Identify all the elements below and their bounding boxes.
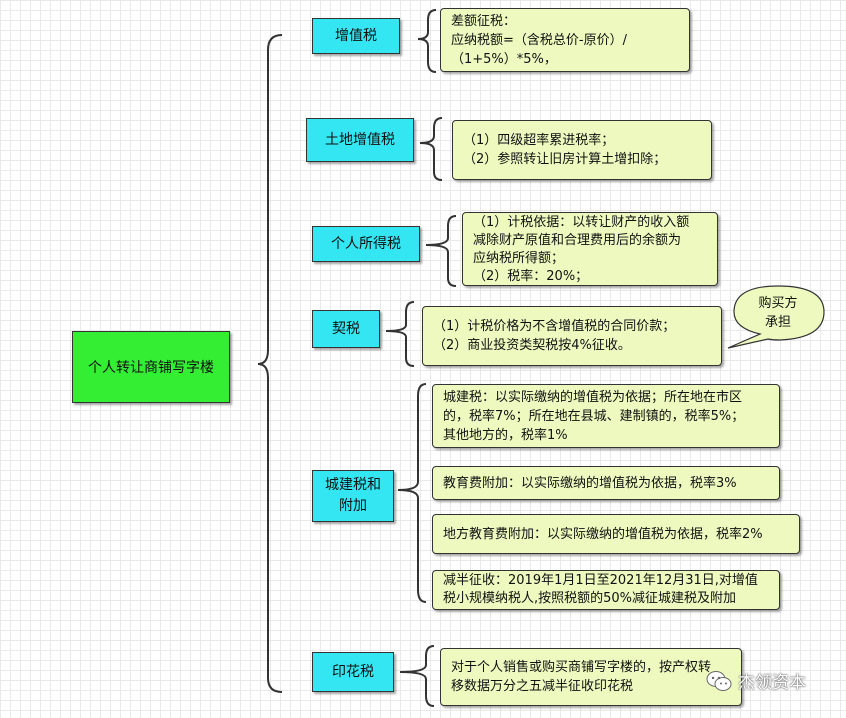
bracket-3 — [425, 215, 457, 287]
watermark-text: 杰领资本 — [738, 673, 806, 693]
note-line: 减除财产原值和合理费用后的余额为 — [473, 233, 682, 248]
note-education-surcharge[interactable]: 教育费附加：以实际缴纳的增值税为依据，税率3% — [432, 466, 780, 500]
callout-text: 购买方 承担 — [744, 294, 812, 332]
note-local-education-surcharge[interactable]: 地方教育费附加：以实际缴纳的增值税为依据，税率2% — [432, 514, 800, 554]
note-line: 应纳税所得额； — [473, 251, 565, 266]
bubble-shape — [727, 285, 825, 349]
bracket-5 — [397, 383, 427, 603]
branch-label: 契税 — [332, 320, 360, 337]
callout-bubble[interactable] — [724, 282, 832, 352]
note-deed-tax[interactable]: （1）计税价格为不含增值税的合同价款； （2）商业投资类契税按4%征收。 — [422, 306, 722, 366]
note-line: （1）四级超率累进税率； — [463, 133, 615, 148]
branch-deed-tax[interactable]: 契税 — [312, 310, 380, 348]
branch-label-line: 城建税和 — [325, 477, 381, 493]
note-halved-levy[interactable]: 减半征收：2019年1月1日至2021年12月31日,对增值 税小规模纳税人,按… — [432, 570, 780, 610]
note-line: 城建税：以实际缴纳的增值税为依据；所在地在市区 — [443, 390, 743, 405]
root-label: 个人转让商铺写字楼 — [88, 360, 214, 376]
note-line: 税小规模纳税人,按照税额的50%减征城建税及附加 — [443, 591, 737, 606]
branch-stamp-duty[interactable]: 印花税 — [312, 652, 394, 692]
note-line: （2）商业投资类契税按4%征收。 — [433, 338, 631, 353]
note-line: 应纳税额=（含税总价-原价）/ — [451, 33, 627, 48]
note-line: （2）税率：20%； — [473, 269, 589, 284]
branch-label: 印花税 — [332, 663, 374, 680]
note-line: （2）参照转让旧房计算土增扣除； — [463, 152, 667, 167]
callout-line: 购买方 — [758, 296, 798, 311]
note-line: 的，税率7%；所在地在县城、建制镇的，税率5%； — [443, 409, 745, 424]
branch-label-line: 附加 — [339, 498, 367, 514]
note-stamp-duty[interactable]: 对于个人销售或购买商铺写字楼的，按产权转 移数据万分之五减半征收印花税 — [440, 648, 742, 706]
branch-label: 增值税 — [335, 27, 377, 44]
branch-label: 个人所得税 — [331, 235, 401, 252]
watermark: 杰领资本 — [706, 668, 806, 693]
wechat-icon — [706, 670, 732, 691]
branch-land-vat[interactable]: 土地增值税 — [306, 118, 414, 162]
bracket-1 — [417, 9, 437, 73]
root-node[interactable]: 个人转让商铺写字楼 — [72, 331, 230, 403]
note-line: 其他地方的，税率1% — [443, 428, 568, 443]
main-bracket — [257, 34, 283, 693]
callout-line: 承担 — [764, 315, 791, 330]
note-line: 地方教育费附加：以实际缴纳的增值税为依据，税率2% — [443, 527, 763, 542]
note-line: （1）计税价格为不含增值税的合同价款； — [433, 319, 676, 334]
note-line: 教育费附加：以实际缴纳的增值税为依据，税率3% — [443, 476, 737, 491]
bracket-6 — [399, 645, 435, 707]
note-line: 减半征收：2019年1月1日至2021年12月31日,对增值 — [443, 573, 758, 588]
note-land-vat[interactable]: （1）四级超率累进税率； （2）参照转让旧房计算土增扣除； — [452, 120, 712, 180]
branch-vat[interactable]: 增值税 — [312, 18, 400, 54]
note-line: 差额征税： — [451, 14, 517, 29]
note-line: （1）计税依据：以转让财产的收入额 — [473, 215, 690, 230]
note-vat[interactable]: 差额征税： 应纳税额=（含税总价-原价）/ （1+5%）*5%， — [440, 8, 690, 72]
note-income-tax[interactable]: （1）计税依据：以转让财产的收入额 减除财产原值和合理费用后的余额为 应纳税所得… — [462, 212, 718, 286]
bracket-4 — [385, 301, 415, 367]
branch-urban-construction-tax[interactable]: 城建税和 附加 — [312, 470, 394, 522]
note-line: 移数据万分之五减半征收印花税 — [451, 679, 634, 694]
note-line: （1+5%）*5%， — [451, 52, 557, 67]
bracket-2 — [419, 117, 443, 181]
branch-income-tax[interactable]: 个人所得税 — [312, 226, 420, 262]
branch-label: 土地增值税 — [325, 131, 395, 148]
note-line: 对于个人销售或购买商铺写字楼的，按产权转 — [451, 660, 712, 675]
note-urban-construction[interactable]: 城建税：以实际缴纳的增值税为依据；所在地在市区 的，税率7%；所在地在县城、建制… — [432, 384, 780, 448]
